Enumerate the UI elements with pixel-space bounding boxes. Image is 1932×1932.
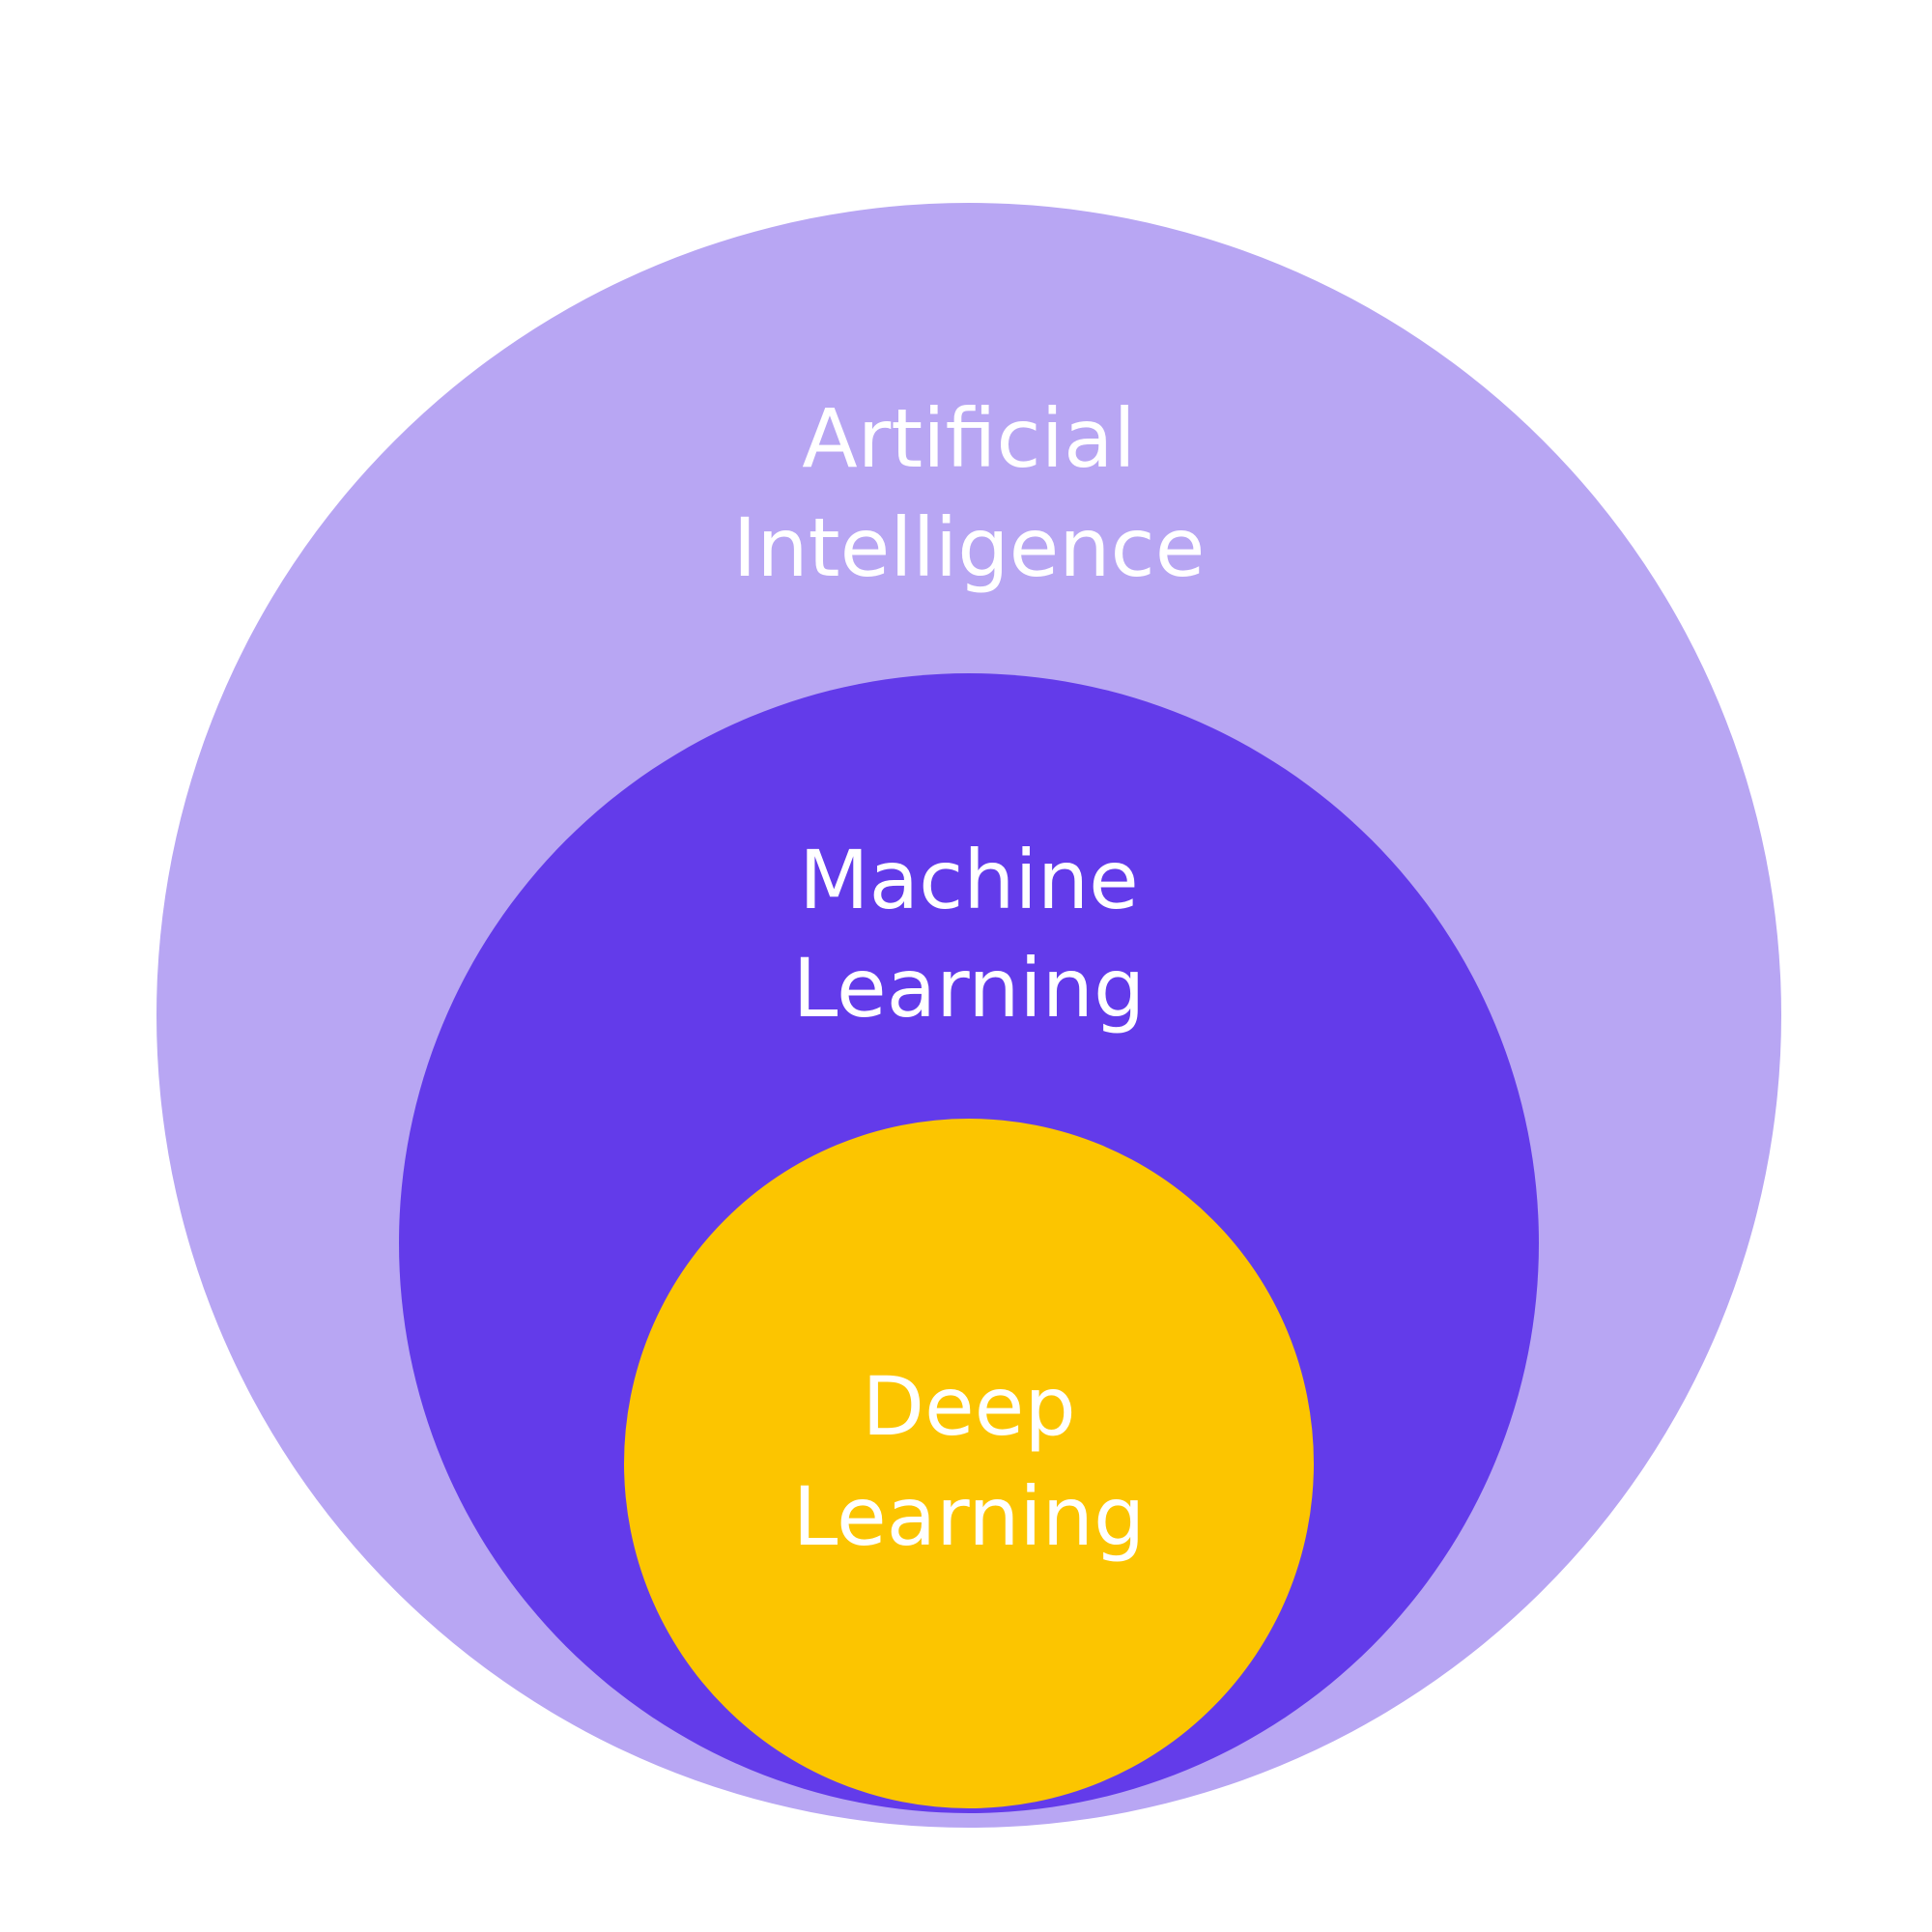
ai-label-line2: Intelligence	[733, 500, 1206, 595]
ai-label-line1: Artificial	[802, 391, 1136, 486]
ml-label-line2: Learning	[793, 941, 1146, 1036]
ml-label-line1: Machine	[799, 833, 1139, 927]
dl-circle	[624, 1119, 1314, 1808]
dl-label-line2: Learning	[793, 1469, 1146, 1564]
dl-label-line1: Deep	[862, 1359, 1075, 1454]
